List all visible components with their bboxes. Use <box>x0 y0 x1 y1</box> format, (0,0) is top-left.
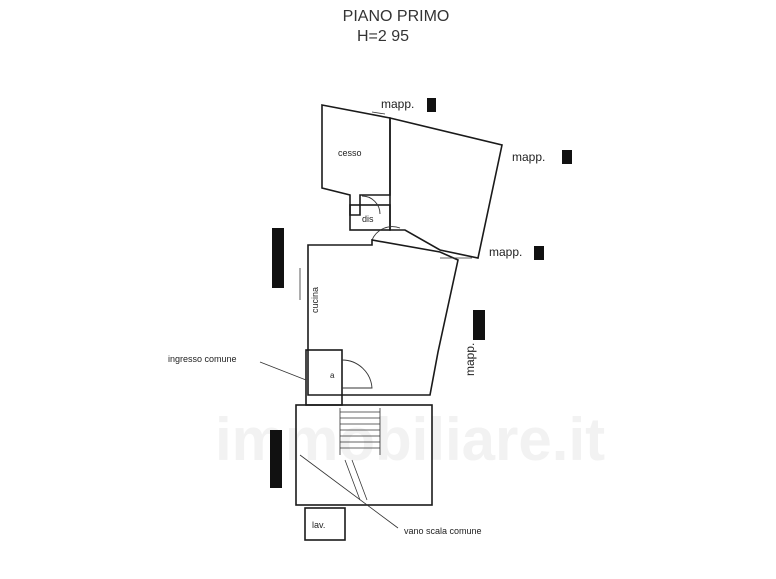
room-dis <box>349 204 391 231</box>
label-cucina: cucina <box>310 287 320 313</box>
ceiling-height: H=2 95 <box>356 28 410 45</box>
leader-ingresso <box>259 361 307 381</box>
label-cesso: cesso <box>338 148 362 158</box>
redaction-mark <box>427 98 436 112</box>
window-top <box>371 111 386 115</box>
room-cesso <box>321 104 391 216</box>
label-mapp-top: mapp. <box>381 97 414 111</box>
room-ingresso <box>305 349 343 406</box>
room-upper-right <box>389 116 503 259</box>
floor-name: PIANO PRIMO <box>342 8 450 25</box>
door-arc-cesso <box>361 195 381 215</box>
label-dis: dis <box>362 214 374 224</box>
stair-treads <box>339 408 381 501</box>
redaction-mark <box>534 246 544 260</box>
redaction-mark <box>272 228 284 288</box>
leader-vano-scala <box>299 454 399 529</box>
label-mapp-side: mapp. <box>463 343 477 376</box>
label-mapp-mid: mapp. <box>489 245 522 259</box>
label-ingresso-comune: ingresso comune <box>168 354 237 364</box>
door-arc-dis <box>371 226 401 241</box>
room-vano-scala <box>295 404 433 506</box>
redaction-mark <box>473 310 485 340</box>
door-arc-ingresso <box>341 359 373 389</box>
label-vano-scala-comune: vano scala comune <box>404 526 482 536</box>
ingresso-mark: a <box>330 371 335 380</box>
redaction-mark <box>562 150 572 164</box>
room-cucina <box>307 239 459 396</box>
label-lav: lav. <box>312 520 325 530</box>
room-lav <box>304 507 346 541</box>
redaction-mark <box>270 430 282 488</box>
label-mapp-right: mapp. <box>512 150 545 164</box>
drawing-title: PIANO PRIMO H=2 95 <box>296 7 496 47</box>
